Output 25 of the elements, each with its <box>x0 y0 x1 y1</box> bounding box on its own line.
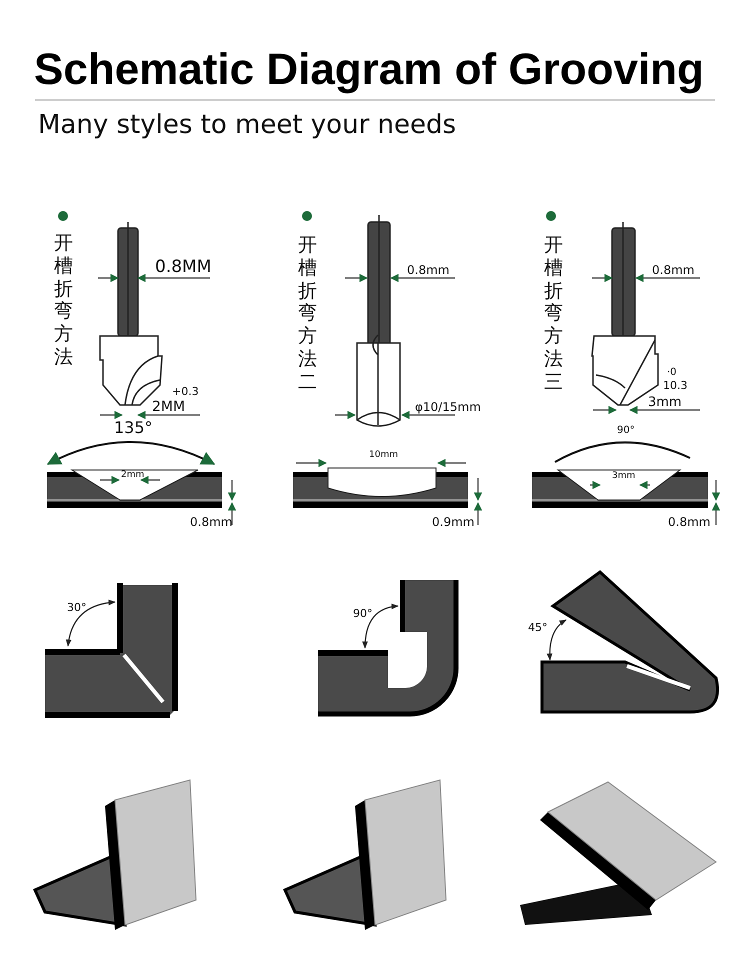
dimension-label: 0.8mm <box>652 264 694 276</box>
dimension-label: ·0 <box>667 368 677 378</box>
dimension-label: φ10/15mm <box>415 401 481 413</box>
angle-label: 135° <box>114 420 153 436</box>
dimension-label: 10.3 <box>663 380 688 391</box>
dimension-label: 2MM <box>152 400 186 414</box>
dimension-label: +0.3 <box>172 386 199 397</box>
dimension-label: 0.8mm <box>190 516 232 528</box>
vertical-heading: 开槽折弯方法三 <box>544 234 564 394</box>
dimension-label: 3mm <box>612 472 636 481</box>
angle-label: 90° <box>617 426 635 436</box>
dimension-label: 2mm <box>121 471 144 480</box>
vertical-heading: 开槽折弯方法 <box>54 232 74 369</box>
dimension-label: 3mm <box>648 396 682 409</box>
dimension-label: 10mm <box>369 451 398 460</box>
angle-label: 90° <box>353 608 372 619</box>
dimension-label: 0.8mm <box>668 516 710 528</box>
vertical-heading: 开槽折弯方法二 <box>298 234 318 394</box>
subtitle: Many styles to meet your needs <box>38 112 456 138</box>
title: Schematic Diagram of Grooving <box>34 48 704 92</box>
angle-label: 30° <box>67 602 86 613</box>
dimension-label: 0.8mm <box>407 264 450 276</box>
dimension-label: 0.9mm <box>432 516 474 528</box>
dimension-label: 0.8MM <box>155 259 212 276</box>
angle-label: 45° <box>528 622 548 633</box>
